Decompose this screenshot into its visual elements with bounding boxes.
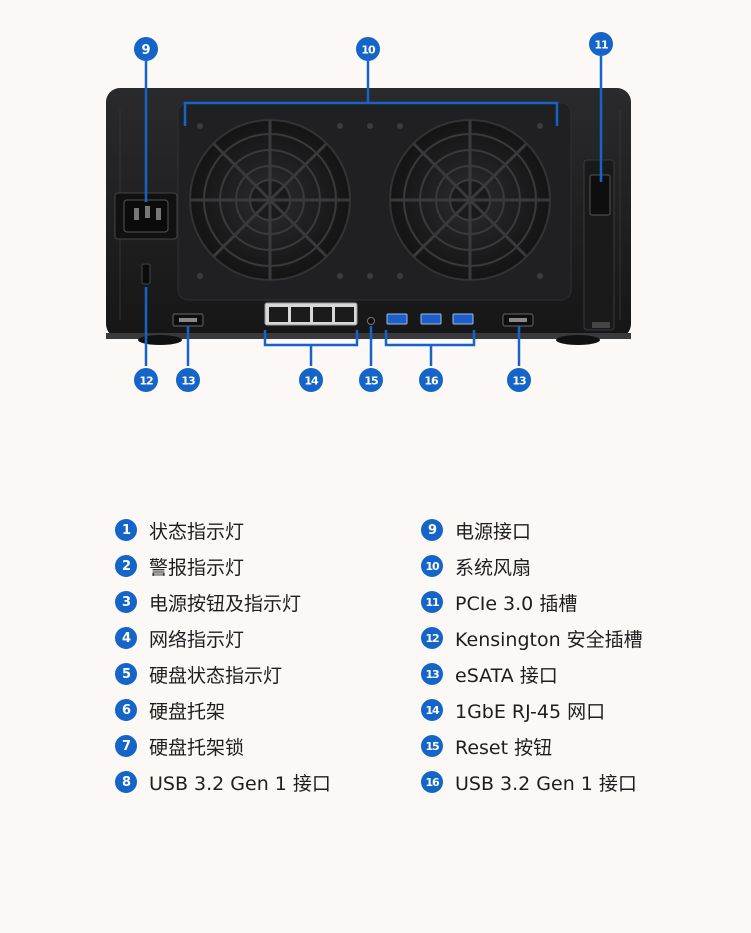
legend-label: 硬盘状态指示灯 — [149, 664, 283, 687]
legend-item-4: 4 网络指示灯 — [115, 624, 244, 652]
legend-item-7: 7 硬盘托架锁 — [115, 732, 244, 760]
legend-item-16: 16 USB 3.2 Gen 1 接口 — [421, 768, 637, 796]
legend-item-13: 13 eSATA 接口 — [421, 660, 558, 688]
legend-label: 警报指示灯 — [149, 556, 245, 579]
svg-text:11: 11 — [594, 39, 608, 52]
legend-item-14: 14 1GbE RJ-45 网口 — [421, 696, 605, 724]
callout-10: 10 — [356, 37, 380, 61]
usb-ports — [386, 313, 474, 325]
legend-item-1: 1 状态指示灯 — [115, 516, 244, 544]
callout-13-right: 13 — [507, 368, 531, 392]
esata-port-left — [172, 313, 204, 327]
callout-12: 12 — [134, 368, 158, 392]
nas-rear-panel-illustration: 9 10 11 12 13 14 15 16 — [106, 32, 631, 392]
rj45-ports — [264, 302, 358, 326]
callout-14: 14 — [299, 368, 323, 392]
legend-item-10: 10 系统风扇 — [421, 552, 531, 580]
callout-9: 9 — [134, 37, 158, 61]
panel-screws — [197, 123, 543, 279]
legend-badge: 4 — [115, 627, 137, 649]
system-fan-left — [189, 119, 351, 281]
svg-text:13: 13 — [512, 375, 526, 388]
kensington-slot — [141, 263, 151, 285]
legend-badge: 13 — [421, 663, 443, 685]
legend-item-8: 8 USB 3.2 Gen 1 接口 — [115, 768, 331, 796]
pcie-slot — [583, 159, 615, 331]
legend-label: 电源接口 — [455, 520, 532, 543]
callout-15: 15 — [359, 368, 383, 392]
legend-badge: 15 — [421, 735, 443, 757]
legend-label: 电源按钮及指示灯 — [149, 592, 302, 615]
legend-label: USB 3.2 Gen 1 接口 — [149, 772, 331, 795]
callout-16: 16 — [419, 368, 443, 392]
leader-lines — [144, 56, 603, 366]
legend-item-9: 9 电源接口 — [421, 516, 531, 544]
svg-text:13: 13 — [181, 375, 195, 388]
legend-label: Kensington 安全插槽 — [455, 628, 643, 651]
svg-text:9: 9 — [141, 43, 150, 58]
legend-badge: 7 — [115, 735, 137, 757]
svg-text:12: 12 — [139, 375, 153, 388]
legend-item-15: 15 Reset 按钮 — [421, 732, 552, 760]
legend-item-3: 3 电源按钮及指示灯 — [115, 588, 301, 616]
legend-label: 硬盘托架锁 — [149, 736, 245, 759]
legend-item-5: 5 硬盘状态指示灯 — [115, 660, 282, 688]
legend-label: 硬盘托架 — [149, 700, 226, 723]
callout-11: 11 — [589, 32, 613, 56]
legend-badge: 12 — [421, 627, 443, 649]
legend-badge: 16 — [421, 771, 443, 793]
reset-button — [367, 317, 375, 325]
legend-badge: 5 — [115, 663, 137, 685]
legend-badge: 14 — [421, 699, 443, 721]
svg-text:10: 10 — [361, 44, 376, 57]
legend-label: 1GbE RJ-45 网口 — [455, 700, 606, 723]
legend-label: 系统风扇 — [455, 556, 532, 579]
callout-13-left: 13 — [176, 368, 200, 392]
legend-item-12: 12 Kensington 安全插槽 — [421, 624, 643, 652]
legend-label: eSATA 接口 — [455, 664, 558, 687]
svg-text:15: 15 — [364, 375, 378, 388]
legend-label: 状态指示灯 — [149, 520, 245, 543]
legend-label: PCIe 3.0 插槽 — [455, 592, 578, 615]
esata-port-right — [502, 313, 534, 327]
legend-item-2: 2 警报指示灯 — [115, 552, 244, 580]
legend-item-11: 11 PCIe 3.0 插槽 — [421, 588, 577, 616]
legend-badge: 8 — [115, 771, 137, 793]
legend-badge: 10 — [421, 555, 443, 577]
legend-label: Reset 按钮 — [455, 736, 553, 759]
system-fan-right — [389, 119, 551, 281]
power-connector — [114, 192, 178, 240]
legend-badge: 6 — [115, 699, 137, 721]
legend-label: 网络指示灯 — [149, 628, 245, 651]
legend-badge: 3 — [115, 591, 137, 613]
legend-badge: 2 — [115, 555, 137, 577]
svg-text:14: 14 — [304, 375, 319, 388]
legend-badge: 9 — [421, 519, 443, 541]
legend-badge: 1 — [115, 519, 137, 541]
legend-item-6: 6 硬盘托架 — [115, 696, 225, 724]
svg-text:16: 16 — [424, 375, 439, 388]
legend-badge: 11 — [421, 591, 443, 613]
legend-label: USB 3.2 Gen 1 接口 — [455, 772, 637, 795]
